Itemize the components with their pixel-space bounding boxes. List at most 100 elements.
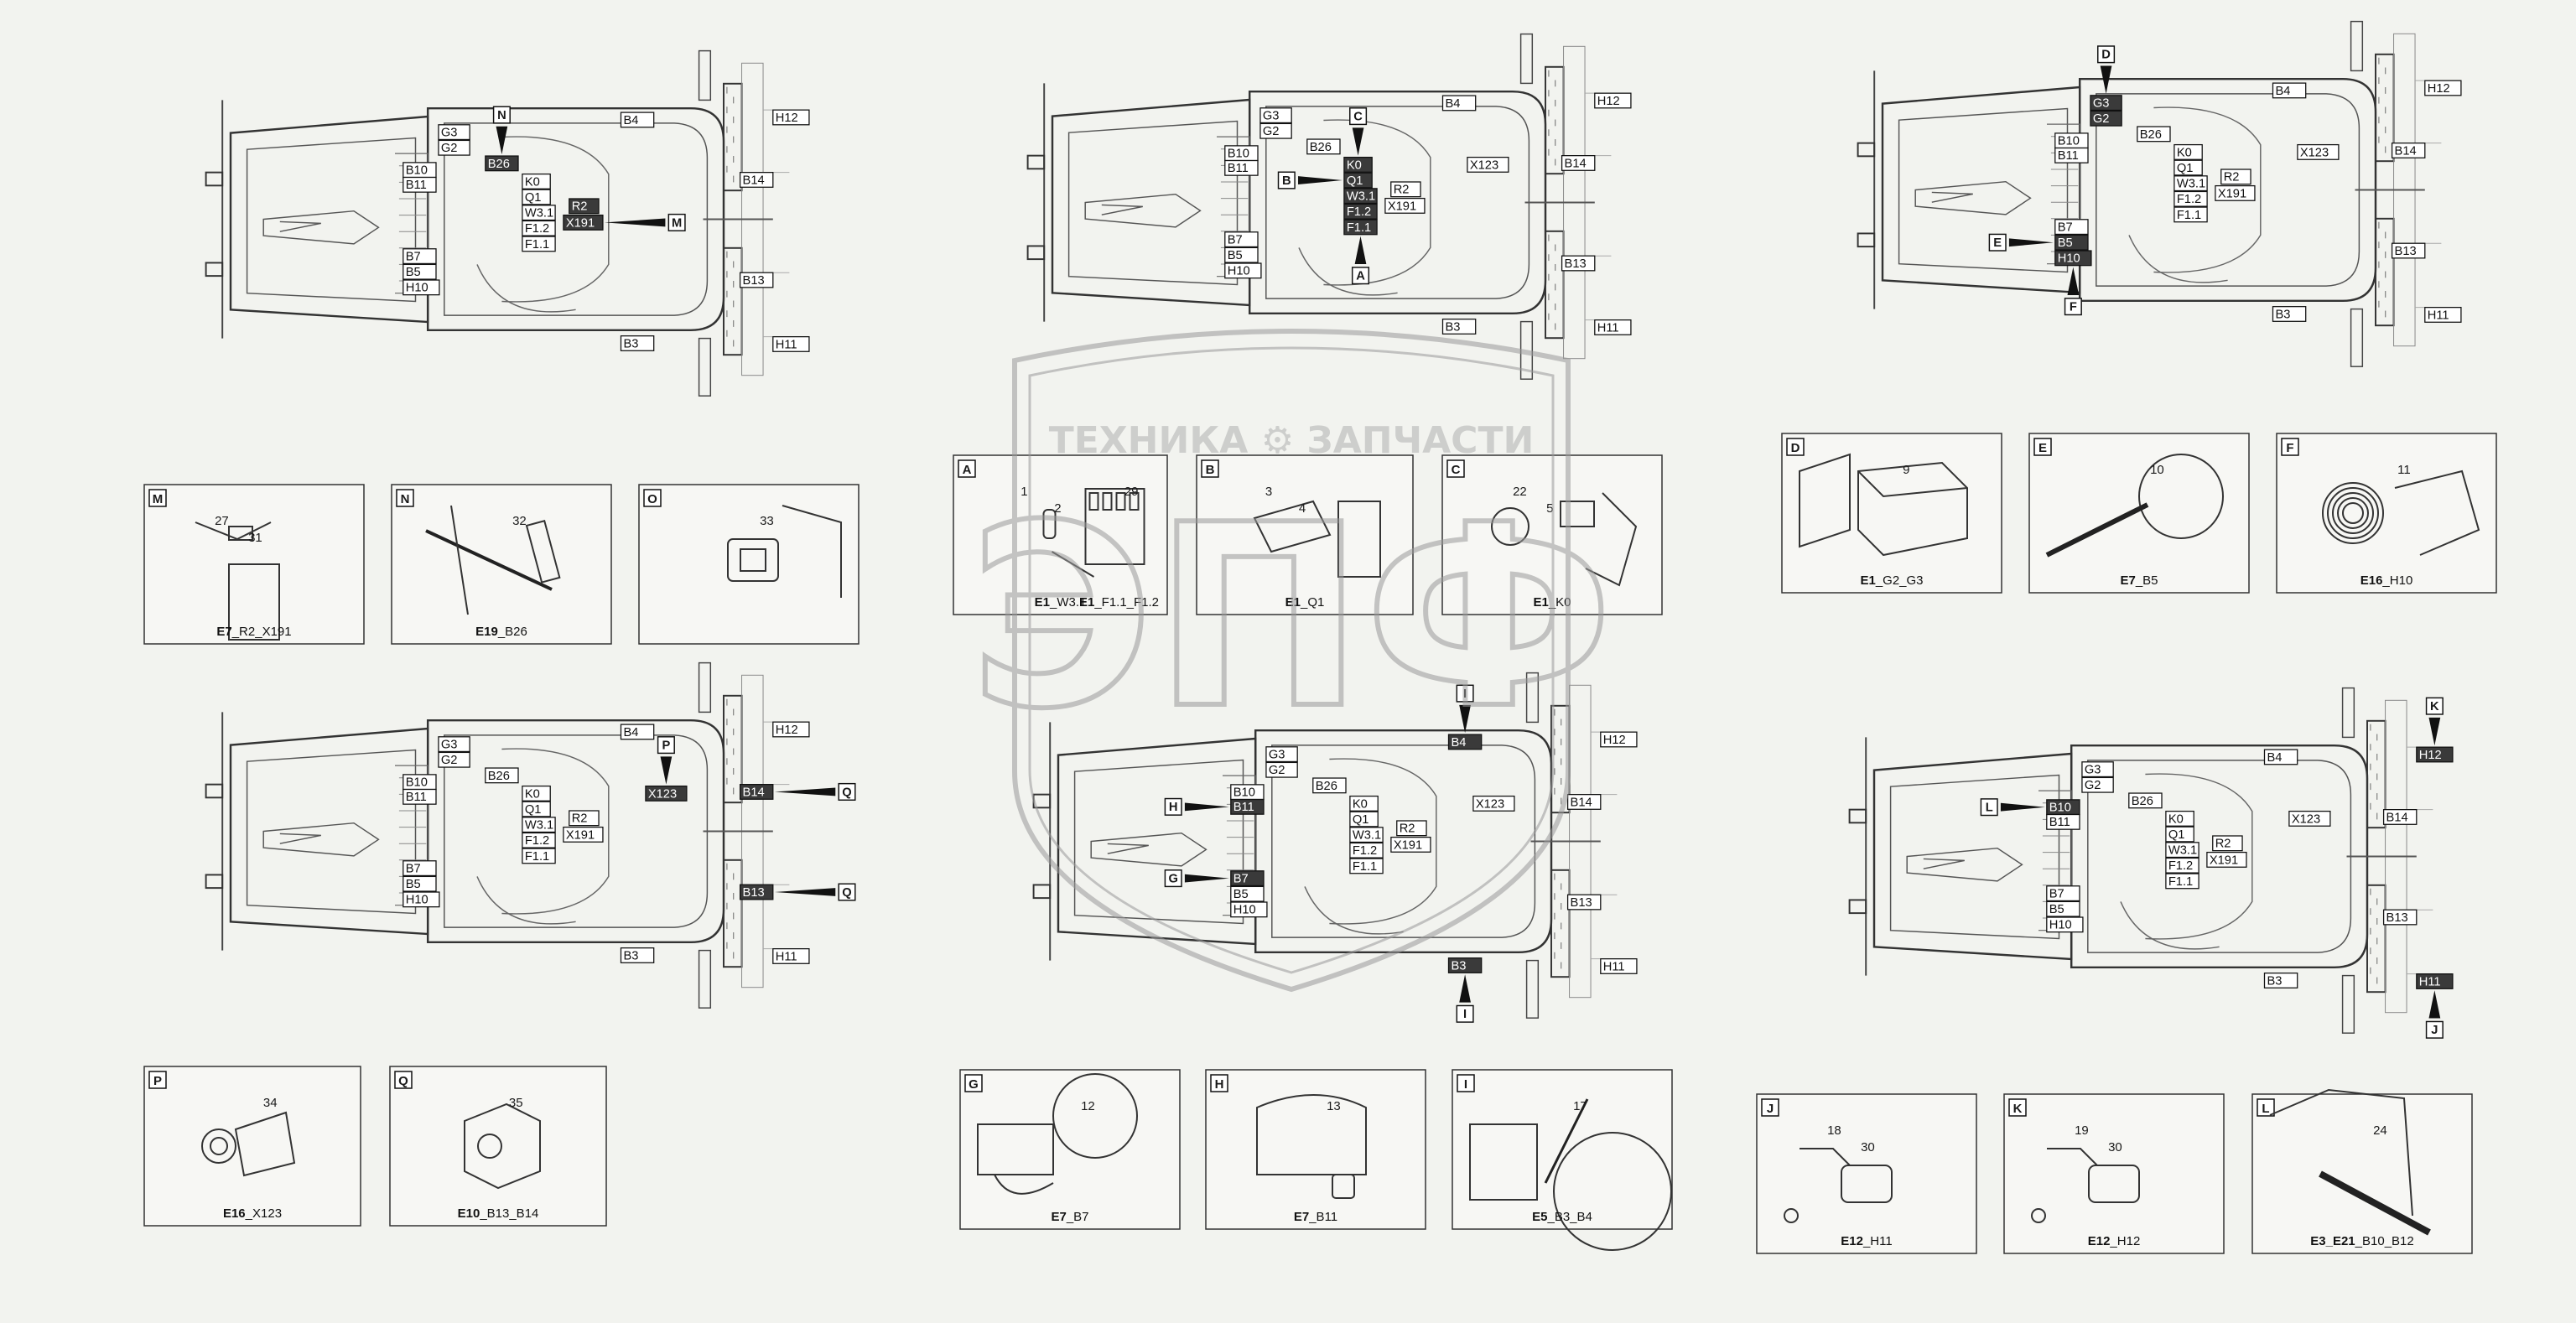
- caption-parts: _W3.1: [1049, 595, 1086, 610]
- bulb: [1784, 1208, 1799, 1223]
- callout-box: [1277, 171, 1296, 189]
- tow-hook: [1848, 899, 1867, 915]
- label-text-b5: B5: [1228, 249, 1243, 262]
- label-text-b14: B14: [2395, 144, 2417, 158]
- label-box-b7: [402, 860, 437, 877]
- label-box-b7: [1224, 231, 1259, 248]
- label-text-b5: B5: [2058, 236, 2073, 250]
- cab-floor: [2153, 106, 2262, 273]
- label-text-b7: B7: [2049, 888, 2064, 901]
- caption-code: E16: [223, 1206, 246, 1221]
- label-text-f12: F1.2: [1347, 205, 1371, 219]
- detail-letter-box: [2257, 1098, 2275, 1117]
- detail-caption: E12_H12: [2088, 1234, 2141, 1248]
- label-text-x191: X191: [2210, 853, 2238, 867]
- front-wheel-top: [723, 694, 743, 804]
- label-box-g3: [438, 736, 470, 753]
- label-text-q1: Q1: [1353, 813, 1369, 827]
- callout-box: [838, 782, 856, 801]
- label-box-b14: [739, 172, 774, 188]
- label-box-k0: [522, 785, 551, 802]
- label-box-b11: [402, 788, 437, 805]
- switch-body: [1253, 500, 1332, 553]
- label-text-x123: X123: [1470, 158, 1498, 172]
- tow-hook: [205, 874, 224, 890]
- detail-letter-box: [964, 1074, 983, 1092]
- caption-code: E19: [475, 625, 498, 639]
- cab-floor: [2145, 773, 2253, 940]
- label-box-h12: [772, 109, 810, 126]
- sensor-port: [477, 1134, 502, 1159]
- detail-letter: F: [2286, 441, 2293, 455]
- rear-platform-inner: [246, 137, 417, 303]
- detail-letter: J: [1767, 1102, 1774, 1116]
- label-box-w31: [2174, 175, 2208, 192]
- wheel-stub: [1525, 959, 1540, 1019]
- label-box-h12: [772, 721, 810, 738]
- detail-caption: E7_B5: [2120, 573, 2158, 588]
- label-text-k0: K0: [2177, 146, 2192, 159]
- label-text-x123: X123: [2300, 146, 2329, 159]
- fender-curve: [2120, 901, 2220, 950]
- label-box-f12: [1349, 842, 1384, 859]
- part-number: 33: [760, 514, 774, 528]
- callout-arrow: [1459, 704, 1471, 734]
- label-text-b26: B26: [2132, 795, 2153, 808]
- label-box-f12: [522, 220, 556, 236]
- callout-letter: P: [662, 739, 671, 753]
- label-text-b14: B14: [1571, 796, 1592, 809]
- label-text-b26: B26: [1310, 141, 1332, 154]
- part-number: 34: [263, 1096, 278, 1110]
- label-box-b5: [1224, 246, 1259, 263]
- detail-letter: B: [1206, 463, 1215, 477]
- label-box-b7: [402, 248, 437, 265]
- caption-parts: _F1.1_F1.2: [1093, 595, 1159, 610]
- fuse-slot: [1102, 492, 1113, 511]
- label-text-h10: H10: [2049, 919, 2072, 932]
- tow-hook: [205, 171, 224, 187]
- caption-parts: _Q1: [1300, 595, 1324, 610]
- label-text-g2: G2: [441, 142, 458, 155]
- label-text-g2: G2: [2093, 112, 2110, 126]
- rear-platform: [1872, 752, 2073, 961]
- detail-letter: P: [153, 1074, 162, 1088]
- callout-arrow: [1352, 127, 1364, 156]
- label-box-q1: [1349, 811, 1379, 828]
- callout-arrow: [2067, 267, 2080, 295]
- detail-caption: E7_B7: [1051, 1210, 1088, 1224]
- relay-clamp: [1491, 507, 1530, 546]
- part-number: 10: [2150, 463, 2164, 477]
- drawbar: [262, 210, 380, 245]
- label-text-k0: K0: [525, 787, 540, 801]
- fuse-slot: [1129, 492, 1140, 511]
- label-box-b7: [2054, 219, 2089, 236]
- callout-box: [657, 736, 675, 755]
- detail-letter: D: [1791, 441, 1800, 455]
- detail-frame: [1781, 433, 2002, 594]
- label-text-b4: B4: [623, 726, 638, 739]
- detail-letter: I: [1464, 1077, 1467, 1092]
- callout-arrow: [774, 888, 836, 896]
- label-box-x123: [2297, 143, 2340, 160]
- part-number: 31: [248, 531, 262, 545]
- caption-parts: _R2_X191: [231, 625, 292, 639]
- detail-caption: E1_F1.1_F1.2: [1079, 595, 1159, 610]
- caption-parts: _B13_B14: [479, 1206, 538, 1221]
- front-wheel-bottom: [1545, 230, 1565, 340]
- label-box-h10: [2054, 250, 2092, 267]
- callout-letter: H: [1169, 801, 1178, 814]
- fusebox-body: [1084, 488, 1145, 565]
- front-wheel-bottom: [723, 859, 743, 968]
- callout-letter: C: [1353, 111, 1363, 124]
- label-text-b3: B3: [1451, 959, 1466, 973]
- label-text-w31: W3.1: [2177, 178, 2205, 191]
- label-box-g3: [2090, 95, 2122, 112]
- caption-parts: _X123: [245, 1206, 282, 1221]
- label-box-h11: [772, 948, 810, 964]
- chassis-inner: [2096, 93, 2360, 287]
- label-text-b5: B5: [406, 878, 421, 891]
